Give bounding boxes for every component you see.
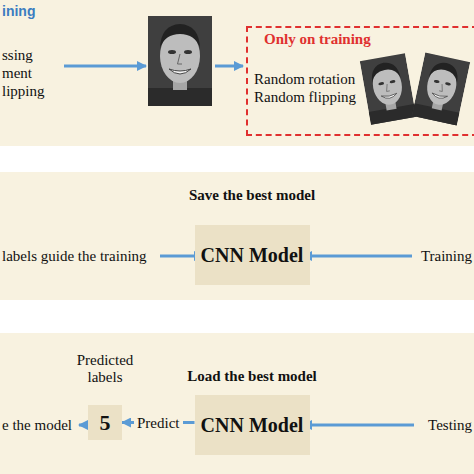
flow-label: Testing	[428, 416, 472, 434]
cnn-box: CNN Model	[195, 225, 310, 285]
stage-heading: Save the best model	[167, 186, 337, 204]
output-block: Predicted labels 5	[65, 352, 145, 440]
step-text: Random rotation Random flipping	[254, 70, 362, 106]
cnn-box: CNN Model	[195, 395, 310, 455]
band	[0, 172, 474, 300]
section-title: ining	[2, 2, 35, 20]
band	[0, 333, 474, 474]
output-heading: Predicted labels	[69, 352, 141, 386]
model-block: Save the best modelCNN Model	[167, 186, 337, 285]
label-box: 5	[88, 405, 122, 440]
band	[0, 0, 474, 146]
flow-arrow	[303, 255, 412, 258]
step-text: lipping	[2, 82, 45, 100]
model-name: CNN Model	[201, 413, 304, 437]
flow-arrow	[64, 65, 146, 68]
region-title: Only on training	[264, 30, 470, 48]
dashed-region: Only on trainingRandom rotation Random f…	[246, 26, 474, 136]
flow-arrow	[215, 65, 243, 68]
predicted-value: 5	[100, 410, 111, 436]
rotated-face	[360, 53, 417, 125]
flow-arrow	[79, 424, 87, 427]
edge-label: Predict	[134, 414, 183, 432]
face-photo	[148, 16, 212, 106]
flow-label: Training	[421, 247, 472, 265]
step-text: ssing	[2, 46, 33, 64]
flow-label: labels guide the training	[2, 247, 147, 265]
flow-label: e the model	[2, 416, 72, 434]
step-text: ment	[2, 64, 32, 82]
model-name: CNN Model	[201, 243, 304, 267]
flipped-face	[412, 53, 470, 126]
stage-heading: Load the best model	[167, 367, 337, 385]
flow-arrow	[303, 424, 414, 427]
model-block: Load the best modelCNN Model	[167, 367, 337, 455]
